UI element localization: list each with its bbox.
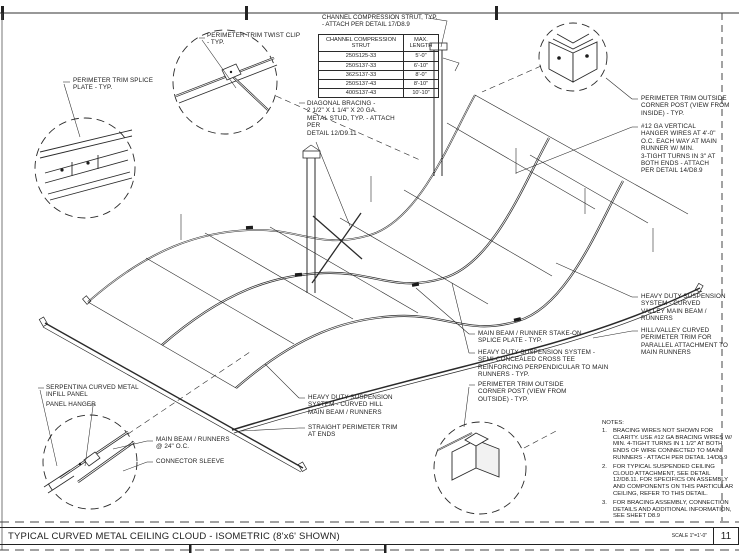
- drawing-title: TYPICAL CURVED METAL CEILING CLOUD - ISO…: [8, 530, 340, 542]
- strut-max-length: 8'-0": [403, 69, 439, 81]
- note-number: 3.: [602, 499, 607, 506]
- leader-lines: [38, 17, 638, 472]
- detail-circle-connector-sleeve: [42, 414, 138, 510]
- detail-circle-twist-clip: [172, 29, 278, 135]
- table-row: 362S137-33 8'-0": [318, 69, 439, 81]
- notes-block: NOTES: 1. BRACING WIRES NOT SHOWN FOR CL…: [602, 420, 736, 522]
- table-header-strut: CHANNEL COMPRESSION STRUT: [318, 33, 404, 53]
- diagonal-bracing: [311, 212, 363, 284]
- table-row: 250S137-33 6'-10": [318, 60, 439, 71]
- detail-circle-splice-plate: [34, 117, 136, 219]
- table-row: 400S137-43 10'-10": [318, 88, 439, 99]
- scale-label: SCALE: [671, 533, 689, 539]
- callout-cross-tee: HEAVY DUTY SUSPENSION SYSTEM - SEMI-CONC…: [478, 349, 609, 379]
- strut-model: 250S137-33: [318, 60, 404, 71]
- ceiling-grid: [82, 94, 689, 389]
- strut-model: 362S137-33: [318, 69, 404, 81]
- note-item: 2. FOR TYPICAL SUSPENDED CEILING CLOUD A…: [602, 464, 736, 498]
- corner-post-inside-detail: [548, 33, 598, 83]
- callout-connector-sleeve: CONNECTOR SLEEVE: [156, 458, 225, 465]
- callout-valley-beam: HEAVY DUTY SUSPENSION SYSTEM - CURVED VA…: [641, 293, 726, 323]
- table-row: 250S125-33 5'-0": [318, 51, 439, 62]
- straight-perimeter-trim: [38, 316, 308, 473]
- compression-strut-left: [302, 144, 321, 293]
- note-text: FOR BRACING ASSEMBLY, CONNECTION DETAILS…: [613, 499, 732, 520]
- strut-model: 250S125-33: [318, 51, 404, 62]
- strut-max-length: 10'-10": [403, 88, 439, 99]
- callout-serpentina-panel: SERPENTINA CURVED METAL INFILL PANEL: [46, 384, 139, 399]
- detail-circle-corner-post-outside: [433, 421, 527, 515]
- curved-perimeter-trim: [231, 282, 704, 434]
- callout-splice-plate: PERIMETER TRIM SPLICE PLATE - TYP.: [73, 77, 154, 92]
- corner-post-outside-detail: [437, 432, 500, 481]
- callout-corner-post-inside: PERIMETER TRIM OUTSIDE CORNER POST (VIEW…: [641, 95, 730, 117]
- note-item: 3. FOR BRACING ASSEMBLY, CONNECTION DETA…: [602, 500, 736, 520]
- callout-diagonal-bracing: DIAGONAL BRACING - 2 1/2" X 1 1/4" X 20 …: [307, 100, 395, 137]
- strut-model: 400S137-43: [318, 88, 404, 99]
- callout-straight-trim: STRAIGHT PERIMETER TRIM AT ENDS: [308, 424, 398, 439]
- callout-twist-clip: PERIMETER TRIM TWIST CLIP - TYP.: [207, 32, 301, 47]
- strut-max-length: 6'-10": [403, 60, 439, 71]
- callout-hanger-wires: #12 GA VERTICAL HANGER WIRES AT 4'-0" O.…: [641, 123, 717, 175]
- strut-model: 250S137-43: [318, 79, 404, 90]
- note-number: 2.: [602, 463, 607, 470]
- note-text: FOR TYPICAL SUSPENDED CEILING CLOUD ATTA…: [613, 463, 734, 497]
- table-header-length: MAX. LENGTH: [403, 33, 439, 53]
- title-bar: TYPICAL CURVED METAL CEILING CLOUD - ISO…: [0, 527, 739, 545]
- detail-number: 11: [713, 528, 739, 544]
- strut-max-length: 8'-10": [403, 79, 439, 90]
- note-number: 1.: [602, 427, 607, 434]
- callout-hill-beam: HEAVY DUTY SUSPENSION SYSTEM - CURVED HI…: [308, 394, 393, 416]
- callout-hill-valley-trim: HILL/VALLEY CURVED PERIMETER TRIM FOR PA…: [641, 327, 728, 357]
- callout-corner-post-outside: PERIMETER TRIM OUTSIDE CORNER POST (VIEW…: [478, 381, 567, 403]
- scale-note: SCALE 1"=1'-0": [672, 533, 713, 539]
- note-item: 1. BRACING WIRES NOT SHOWN FOR CLARITY. …: [602, 428, 736, 462]
- callout-panel-hanger: PANEL HANGER: [46, 401, 96, 408]
- callout-stake-on-splice: MAIN BEAM / RUNNER STAKE-ON SPLICE PLATE…: [478, 330, 582, 345]
- note-text: BRACING WIRES NOT SHOWN FOR CLARITY. USE…: [613, 427, 733, 461]
- locator-lines: [127, 65, 559, 449]
- twist-clip-detail: [175, 56, 278, 111]
- callout-main-beam-runners: MAIN BEAM / RUNNERS @ 24" O.C.: [156, 436, 230, 451]
- splice-plate-detail: [39, 129, 133, 201]
- connector-sleeve-detail: [43, 431, 135, 494]
- strut-length-table: CHANNEL COMPRESSION STRUT MAX. LENGTH 25…: [318, 33, 439, 99]
- sheet-border: [0, 6, 739, 553]
- notes-heading: NOTES:: [602, 420, 624, 426]
- scale-value: 1"=1'-0": [689, 533, 707, 539]
- table-row: 250S137-43 8'-10": [318, 79, 439, 90]
- strut-max-length: 5'-0": [403, 51, 439, 62]
- channel-strut-callout: CHANNEL COMPRESSION STRUT, TYP. - ATTACH…: [322, 14, 438, 29]
- detail-circle-corner-post-inside: [538, 22, 608, 92]
